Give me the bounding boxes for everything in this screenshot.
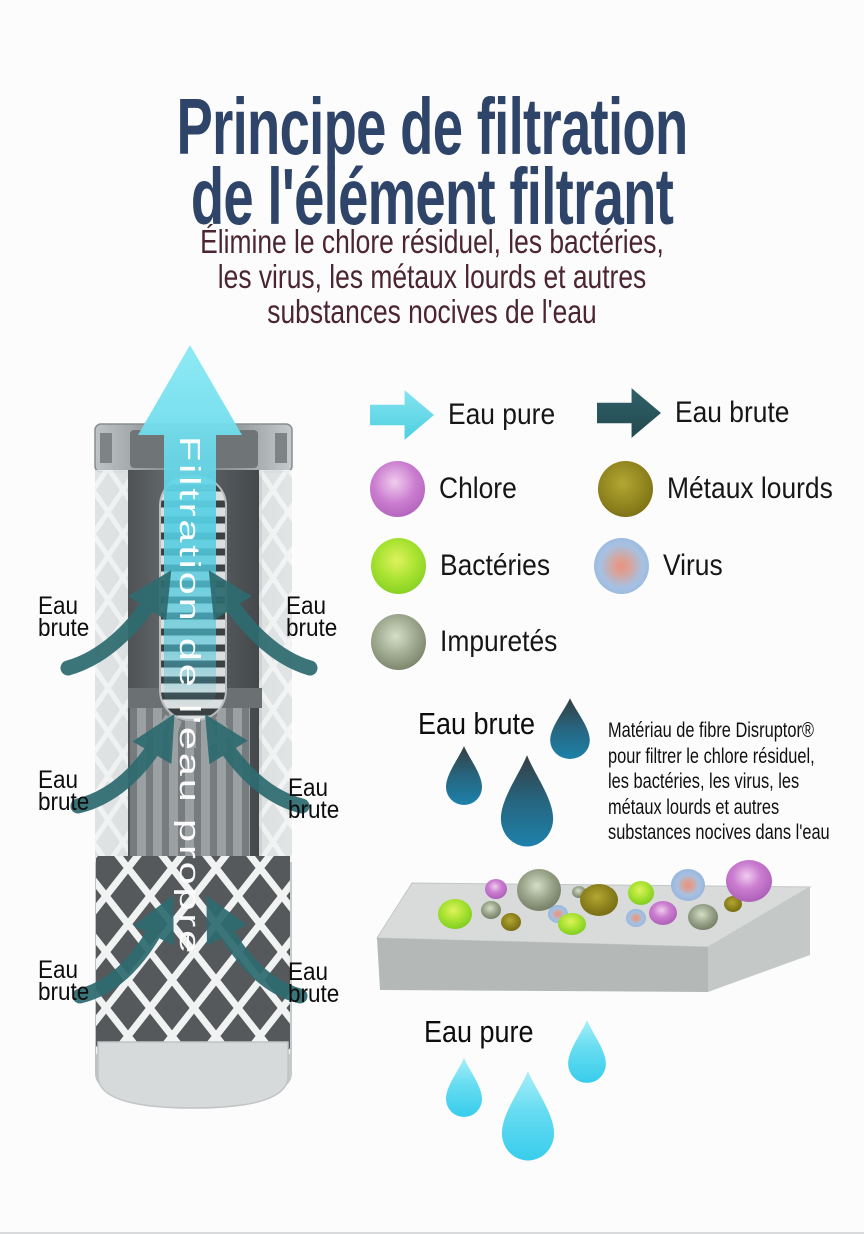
legend-item-eau-brute: Eau brute <box>597 386 805 440</box>
pure-water-drop-icon <box>568 1020 606 1083</box>
virus-sphere-icon <box>594 538 649 594</box>
legend-label-virus: Virus <box>663 549 723 582</box>
bottom-mesh-section <box>96 856 290 1054</box>
legend-item-virus: Virus <box>594 538 731 594</box>
raw-water-drop-icon <box>500 755 554 847</box>
page-title: Principe de filtration de l'élément filt… <box>0 81 864 241</box>
legend-label-impuretes: Impuretés <box>440 625 558 658</box>
raw-water-inlet-arrows <box>60 570 318 1004</box>
page-title-line1: Principe de filtration <box>176 81 689 171</box>
inlet-label-left-3: Eau brute <box>38 956 90 1006</box>
cartridge-bottom-cap <box>97 1041 289 1109</box>
pure-water-heading: Eau pure <box>424 1014 534 1049</box>
flow-arrow-label: Filtration de l'eau propre <box>173 436 205 956</box>
legend-label-eau-pure: Eau pure <box>448 398 556 431</box>
legend-item-impuretes: Impuretés <box>371 614 573 670</box>
raw-water-arrow-icon <box>597 388 661 438</box>
impurities-sphere-icon <box>371 614 426 670</box>
bacteria-sphere-icon <box>371 538 426 594</box>
heavy-metals-sphere-icon <box>598 461 653 517</box>
fiber-slab-illustration <box>376 860 812 992</box>
pure-water-arrow-icon <box>370 390 434 440</box>
subtitle-line1: Élimine le chlore résiduel, les bactérie… <box>200 223 664 260</box>
filter-cartridge-illustration: Filtration de l'eau propre <box>60 345 318 1109</box>
raw-water-drop-icon <box>446 746 482 805</box>
page-title-line2: de l'élément filtrant <box>190 151 674 241</box>
legend-label-metaux-lourds: Métaux lourds <box>667 472 833 505</box>
subtitle-line2: les virus, les métaux lourds et autres <box>217 258 647 295</box>
inlet-label-left-2: Eau brute <box>38 766 90 816</box>
trapped-particles <box>438 860 772 935</box>
inlet-label-right-2: Eau brute <box>288 774 340 824</box>
raw-water-heading: Eau brute <box>418 706 535 741</box>
legend-label-chlore: Chlore <box>439 472 517 505</box>
fiber-material-description: Matériau de fibre Disruptor® pour filtre… <box>608 719 830 844</box>
inlet-label-left-1: Eau brute <box>38 592 90 642</box>
legend-label-bacteries: Bactéries <box>440 549 551 582</box>
inlet-label-right-3: Eau brute <box>288 958 340 1008</box>
inlet-label-right-1: Eau brute <box>286 592 338 642</box>
pure-water-drop-icon <box>501 1071 555 1161</box>
legend-item-eau-pure: Eau pure <box>370 388 570 442</box>
subtitle-line3: substances nocives de l'eau <box>267 293 597 330</box>
page-subtitle: Élimine le chlore résiduel, les bactérie… <box>0 224 864 329</box>
raw-water-drop-icon <box>550 698 590 759</box>
legend-label-eau-brute: Eau brute <box>675 396 790 429</box>
legend-item-metaux-lourds: Métaux lourds <box>598 461 855 517</box>
chlorine-sphere-icon <box>370 461 425 517</box>
legend-item-bacteries: Bactéries <box>371 538 565 594</box>
legend-item-chlore: Chlore <box>370 461 527 517</box>
pure-water-drop-icon <box>446 1058 482 1117</box>
